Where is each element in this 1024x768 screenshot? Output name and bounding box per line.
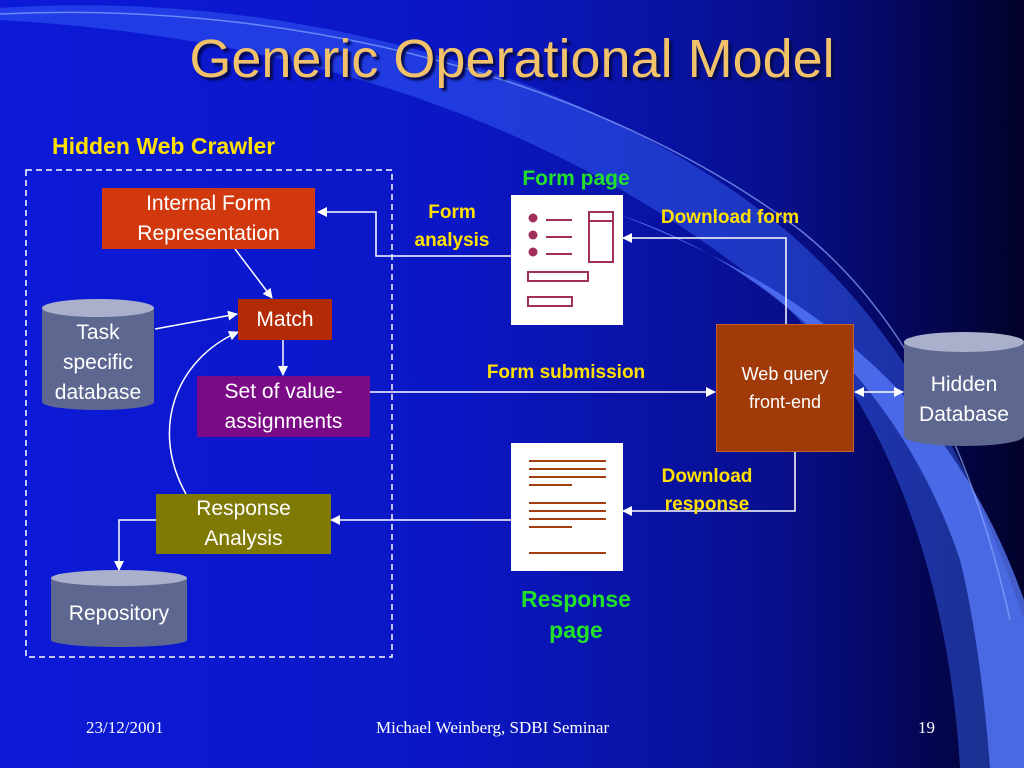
crawler-boundary [25, 169, 393, 658]
response-page-document [511, 443, 623, 571]
internal-form-representation-text: Internal Form Representation [137, 191, 280, 245]
footer-author: Michael Weinberg, SDBI Seminar [376, 718, 610, 737]
crawler-label: Hidden Web Crawler [52, 133, 276, 159]
download-response-label: Download response [661, 466, 753, 515]
value-assignments-text: Set of value-assignments [224, 379, 343, 433]
repository-label: Repository [68, 602, 170, 625]
value-assignments-box: Set of value-assignments [197, 376, 370, 437]
response-page-label: Response page [521, 586, 631, 643]
response-analysis-box: Response Analysis [156, 494, 331, 554]
arrow-form-analysis [317, 207, 511, 257]
task-specific-database-cylinder [42, 299, 154, 410]
form-page-document [511, 195, 623, 325]
footer-date: 23/12/2001 [86, 718, 164, 737]
hidden-database-cylinder [904, 332, 1024, 446]
arrow-analysis-to-repository [114, 519, 156, 571]
hidden-database-label: Hidden Database [919, 373, 1009, 426]
arrow-response-to-match [168, 331, 239, 495]
arrow-taskdb-to-match [154, 310, 238, 330]
web-query-front-end-text: Web query front-end [741, 364, 829, 412]
form-submission-label: Form submission [486, 362, 646, 383]
download-form-label: Download form [660, 207, 800, 228]
response-analysis-text: Response Analysis [196, 497, 291, 550]
page-number: 19 [918, 718, 935, 737]
internal-form-representation-box: Internal Form Representation [102, 188, 315, 249]
repository-cylinder [51, 570, 187, 647]
slide-title: Generic Operational Model [189, 29, 835, 89]
match-text: Match [256, 307, 314, 331]
web-query-front-end-box: Web query front-end [716, 324, 854, 452]
connectors [114, 207, 904, 571]
form-analysis-label: Form analysis [414, 202, 490, 251]
match-box: Match [238, 299, 332, 340]
arrow-download-response [622, 452, 796, 516]
task-specific-database-label: Task specific database [54, 321, 142, 404]
arrow-download-form [622, 233, 787, 326]
arrow-internal-to-match [234, 248, 273, 299]
form-page-label: Form page [522, 167, 630, 190]
